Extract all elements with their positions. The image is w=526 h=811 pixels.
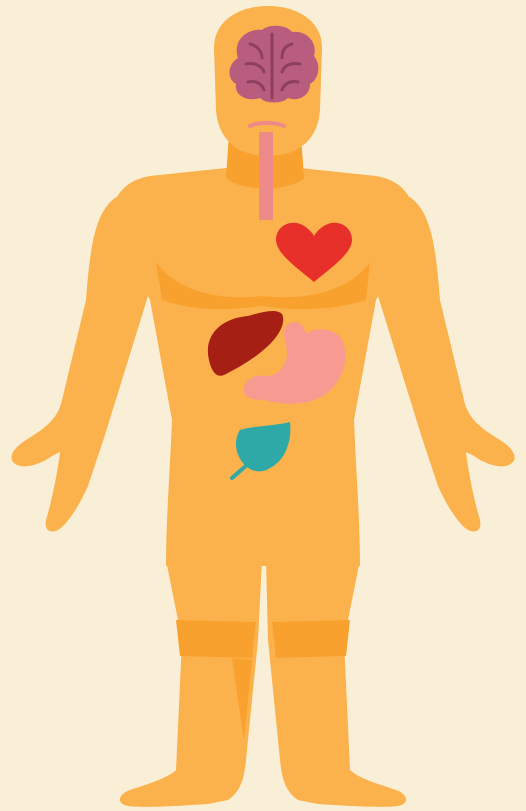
brain — [229, 26, 318, 103]
left-knee — [176, 620, 256, 658]
esophagus — [259, 132, 273, 220]
right-knee — [272, 620, 350, 658]
